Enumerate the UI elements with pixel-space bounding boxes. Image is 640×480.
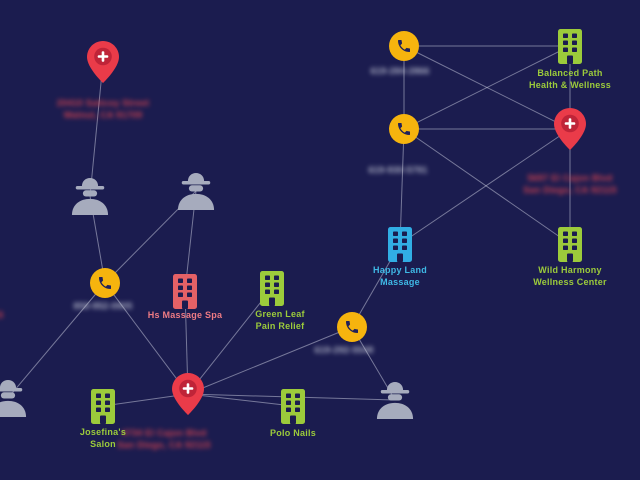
graph-edge: [399, 128, 571, 245]
map-pin-icon: [172, 373, 204, 415]
node-label-line: 858-952-0905: [73, 301, 133, 311]
map-pin-icon: [554, 108, 586, 150]
phone-icon: [389, 31, 419, 61]
node-label-line: Wild Harmony: [538, 265, 602, 275]
node-label-line: Massage: [380, 276, 420, 287]
node-label-redacted: 619-930-5791: [368, 165, 427, 177]
node-label-line: Pain Relief: [255, 320, 305, 331]
graph-edge: [399, 128, 405, 245]
building-icon: [558, 227, 582, 262]
node-label-line: Salon: [90, 438, 116, 449]
building-icon: [260, 271, 284, 306]
node-label-line: Wellness Center: [533, 276, 607, 287]
node-label-line: A 92115: [0, 310, 4, 320]
node-label-line: 619-930-5791: [368, 165, 428, 175]
spy-icon: [71, 177, 109, 215]
node-label-line: San Diego, CA 92115: [117, 439, 211, 450]
building-icon: [173, 274, 197, 309]
node-label-line: Polo Nails: [269, 428, 317, 438]
node-label-line: Josefina's: [79, 427, 127, 437]
node-label-redacted: A 92115: [0, 310, 3, 322]
node-label-line: Hs Massage Spa: [147, 310, 223, 320]
graph-edge: [7, 282, 106, 399]
building-icon: [281, 389, 305, 424]
spy-icon: [376, 381, 414, 419]
graph-edge: [187, 393, 294, 407]
map-pin-icon: [87, 41, 119, 83]
node-label-line: 4734 El Cajon Blvd: [121, 428, 207, 438]
node-label-line: Balanced Path: [537, 68, 603, 78]
graph-edge: [403, 45, 571, 130]
node-label: Hs Massage Spa: [148, 310, 223, 322]
node-label: Polo Nails: [270, 428, 316, 440]
node-label-line: 5697 El Cajon Blvd: [527, 173, 613, 183]
phone-icon: [337, 312, 367, 342]
node-label-line: Walnut, CA 91709: [63, 109, 143, 120]
graph-edge: [89, 61, 104, 197]
node-label-redacted: 619-292-5548: [314, 345, 373, 357]
node-label-line: 619-284-2866: [370, 66, 430, 76]
node-label-line: 20410 Saticoy Street: [56, 98, 150, 108]
node-label-line: Green Leaf: [255, 309, 305, 319]
phone-icon: [90, 268, 120, 298]
building-icon: [388, 227, 412, 262]
spy-icon: [177, 172, 215, 210]
graph-edge: [403, 128, 571, 245]
phone-icon: [389, 114, 419, 144]
node-label-redacted: 858-952-0905: [73, 301, 132, 313]
graph-edge: [187, 326, 353, 395]
spy-icon: [0, 379, 27, 417]
graph-edge: [403, 45, 571, 130]
graph-edge: [187, 287, 273, 395]
node-label-line: Health & Wellness: [528, 79, 612, 90]
node-label-line: Happy Land: [372, 265, 428, 275]
node-label-line: San Diego, CA 92115: [523, 184, 617, 195]
node-label-redacted: 619-284-2866: [370, 66, 429, 78]
graph-edge: [104, 282, 189, 395]
node-label-line: 619-292-5548: [314, 345, 374, 355]
building-icon: [558, 29, 582, 64]
building-icon: [91, 389, 115, 424]
